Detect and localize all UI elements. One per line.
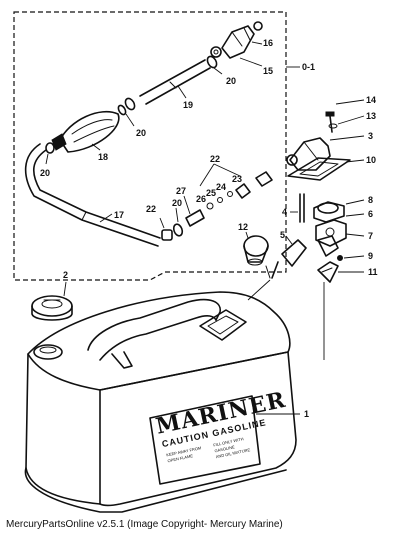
callout-26: 26 [196, 194, 206, 204]
callout-24: 24 [216, 182, 226, 192]
fuel-strainer [243, 235, 271, 279]
callout-4: 4 [282, 207, 287, 217]
gasket [287, 157, 351, 181]
hose-clamp [117, 97, 136, 116]
hose-fitting [161, 229, 173, 241]
fuel-hose-upper [139, 59, 211, 105]
callout-22-label: 22 [210, 154, 220, 164]
callout-5: 5 [280, 230, 285, 240]
callout-3: 3 [368, 131, 373, 141]
callout-12: 12 [238, 222, 248, 232]
hose-clamp [206, 55, 218, 69]
tank-decal: MARINER CAUTION GASOLINE KEEP AWAY FROM … [154, 387, 289, 464]
copyright-caption: MercuryPartsOnline v2.5.1 (Image Copyrig… [6, 519, 283, 530]
callout-22-text: 22 [210, 154, 220, 164]
callout-1: 1 [304, 409, 309, 419]
callout-20: 20 [136, 128, 146, 138]
callout-6: 6 [368, 209, 373, 219]
float-bracket [317, 261, 339, 283]
pickup-tube [299, 193, 305, 223]
callout-16: 16 [263, 38, 273, 48]
fuel-tank [24, 291, 297, 513]
callout-9: 9 [368, 251, 373, 261]
callout-assembly: 0-1 [302, 62, 315, 72]
callout-18: 18 [98, 152, 108, 162]
callout-27: 27 [176, 186, 186, 196]
tube-elbow [271, 239, 307, 279]
callout-8: 8 [368, 195, 373, 205]
connector-fitting [210, 21, 263, 59]
primer-bulb [51, 110, 120, 153]
pickup-elbow [286, 137, 331, 171]
callout-17: 17 [114, 210, 124, 220]
callout-15: 15 [263, 66, 273, 76]
decal-line-3: FILL ONLY WITH [213, 436, 244, 447]
callout-20: 20 [40, 168, 50, 178]
callout-25: 25 [206, 188, 216, 198]
callout-20: 20 [226, 76, 236, 86]
callout-7: 7 [368, 231, 373, 241]
callout-13: 13 [366, 111, 376, 121]
decal-line-4: GASOLINE [214, 444, 235, 453]
callout-21: 22 [146, 204, 156, 214]
tank-connector-cluster [185, 171, 273, 227]
callout-23: 23 [232, 174, 242, 184]
fuel-hose-lower [24, 143, 161, 247]
fuel-line-assembly-outline [13, 11, 287, 281]
gauge-assembly [313, 201, 347, 261]
filler-cap [31, 295, 73, 321]
callout-14: 14 [366, 95, 376, 105]
callout-19: 19 [183, 100, 193, 110]
hose-clamp [172, 223, 184, 237]
callout-20: 20 [172, 198, 182, 208]
hose-clamp [45, 142, 55, 154]
callout-10: 10 [366, 155, 376, 165]
callout-11: 11 [368, 267, 378, 277]
callout-2: 2 [63, 270, 68, 280]
decal-line-2: OPEN FLAME [167, 453, 194, 463]
mounting-screw [325, 111, 338, 133]
